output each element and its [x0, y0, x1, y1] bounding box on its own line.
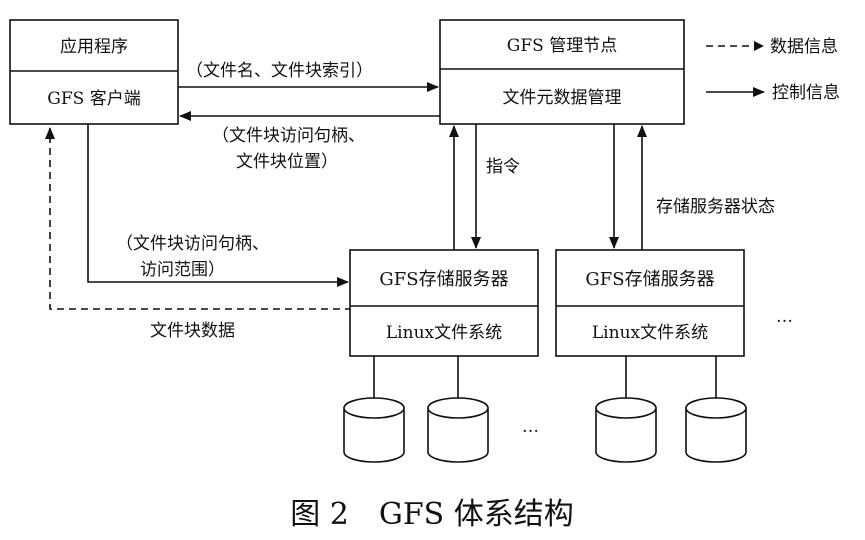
legend-data-label: 数据信息: [770, 37, 838, 57]
master-node-box: GFS 管理节点 文件元数据管理: [439, 19, 685, 125]
request-label: （文件名、文件块索引）: [186, 61, 373, 81]
application-title: 应用程序: [60, 37, 128, 57]
storage-server-2-fs: Linux文件系统: [592, 323, 708, 343]
application-box: 应用程序 GFS 客户端: [9, 19, 179, 125]
disk-icon: [343, 397, 405, 463]
figure-caption: 图 2 GFS 体系结构: [290, 497, 574, 532]
more-servers-ellipsis: …: [776, 307, 793, 327]
legend-dashed-arrowhead: [754, 41, 764, 51]
more-disks-ellipsis: …: [522, 417, 539, 437]
storage-server-1-fs: Linux文件系统: [386, 323, 502, 343]
master-node-title: GFS 管理节点: [507, 36, 617, 56]
chunk-data-label: 文件块数据: [150, 321, 235, 341]
access-arrow: [87, 124, 349, 287]
metadata-management-label: 文件元数据管理: [503, 88, 622, 108]
storage-server-2: GFS存储服务器 Linux文件系统: [555, 249, 745, 357]
server-status-label: 存储服务器状态: [656, 197, 775, 217]
disk-icon: [685, 397, 747, 463]
storage-server-1: GFS存储服务器 Linux文件系统: [349, 249, 539, 357]
disk-icon: [595, 397, 657, 463]
storage-server-2-title: GFS存储服务器: [585, 269, 714, 290]
legend-control-label: 控制信息: [772, 83, 840, 103]
storage-server-1-title: GFS存储服务器: [379, 269, 508, 290]
access-label-line1: （文件块访问句柄、: [116, 234, 269, 254]
instruction-label: 指令: [486, 157, 520, 177]
response-label-line1: （文件块访问句柄、: [212, 126, 365, 146]
chunk-data-arrow: [45, 127, 352, 310]
disk-connectors: [373, 356, 717, 400]
gfs-client-label: GFS 客户端: [47, 89, 140, 109]
legend: 数据信息 控制信息: [706, 37, 840, 103]
response-label-line2: 文件块位置）: [236, 152, 338, 172]
access-label-line2: 访问范围）: [140, 260, 225, 280]
disk-icon: [427, 397, 489, 463]
